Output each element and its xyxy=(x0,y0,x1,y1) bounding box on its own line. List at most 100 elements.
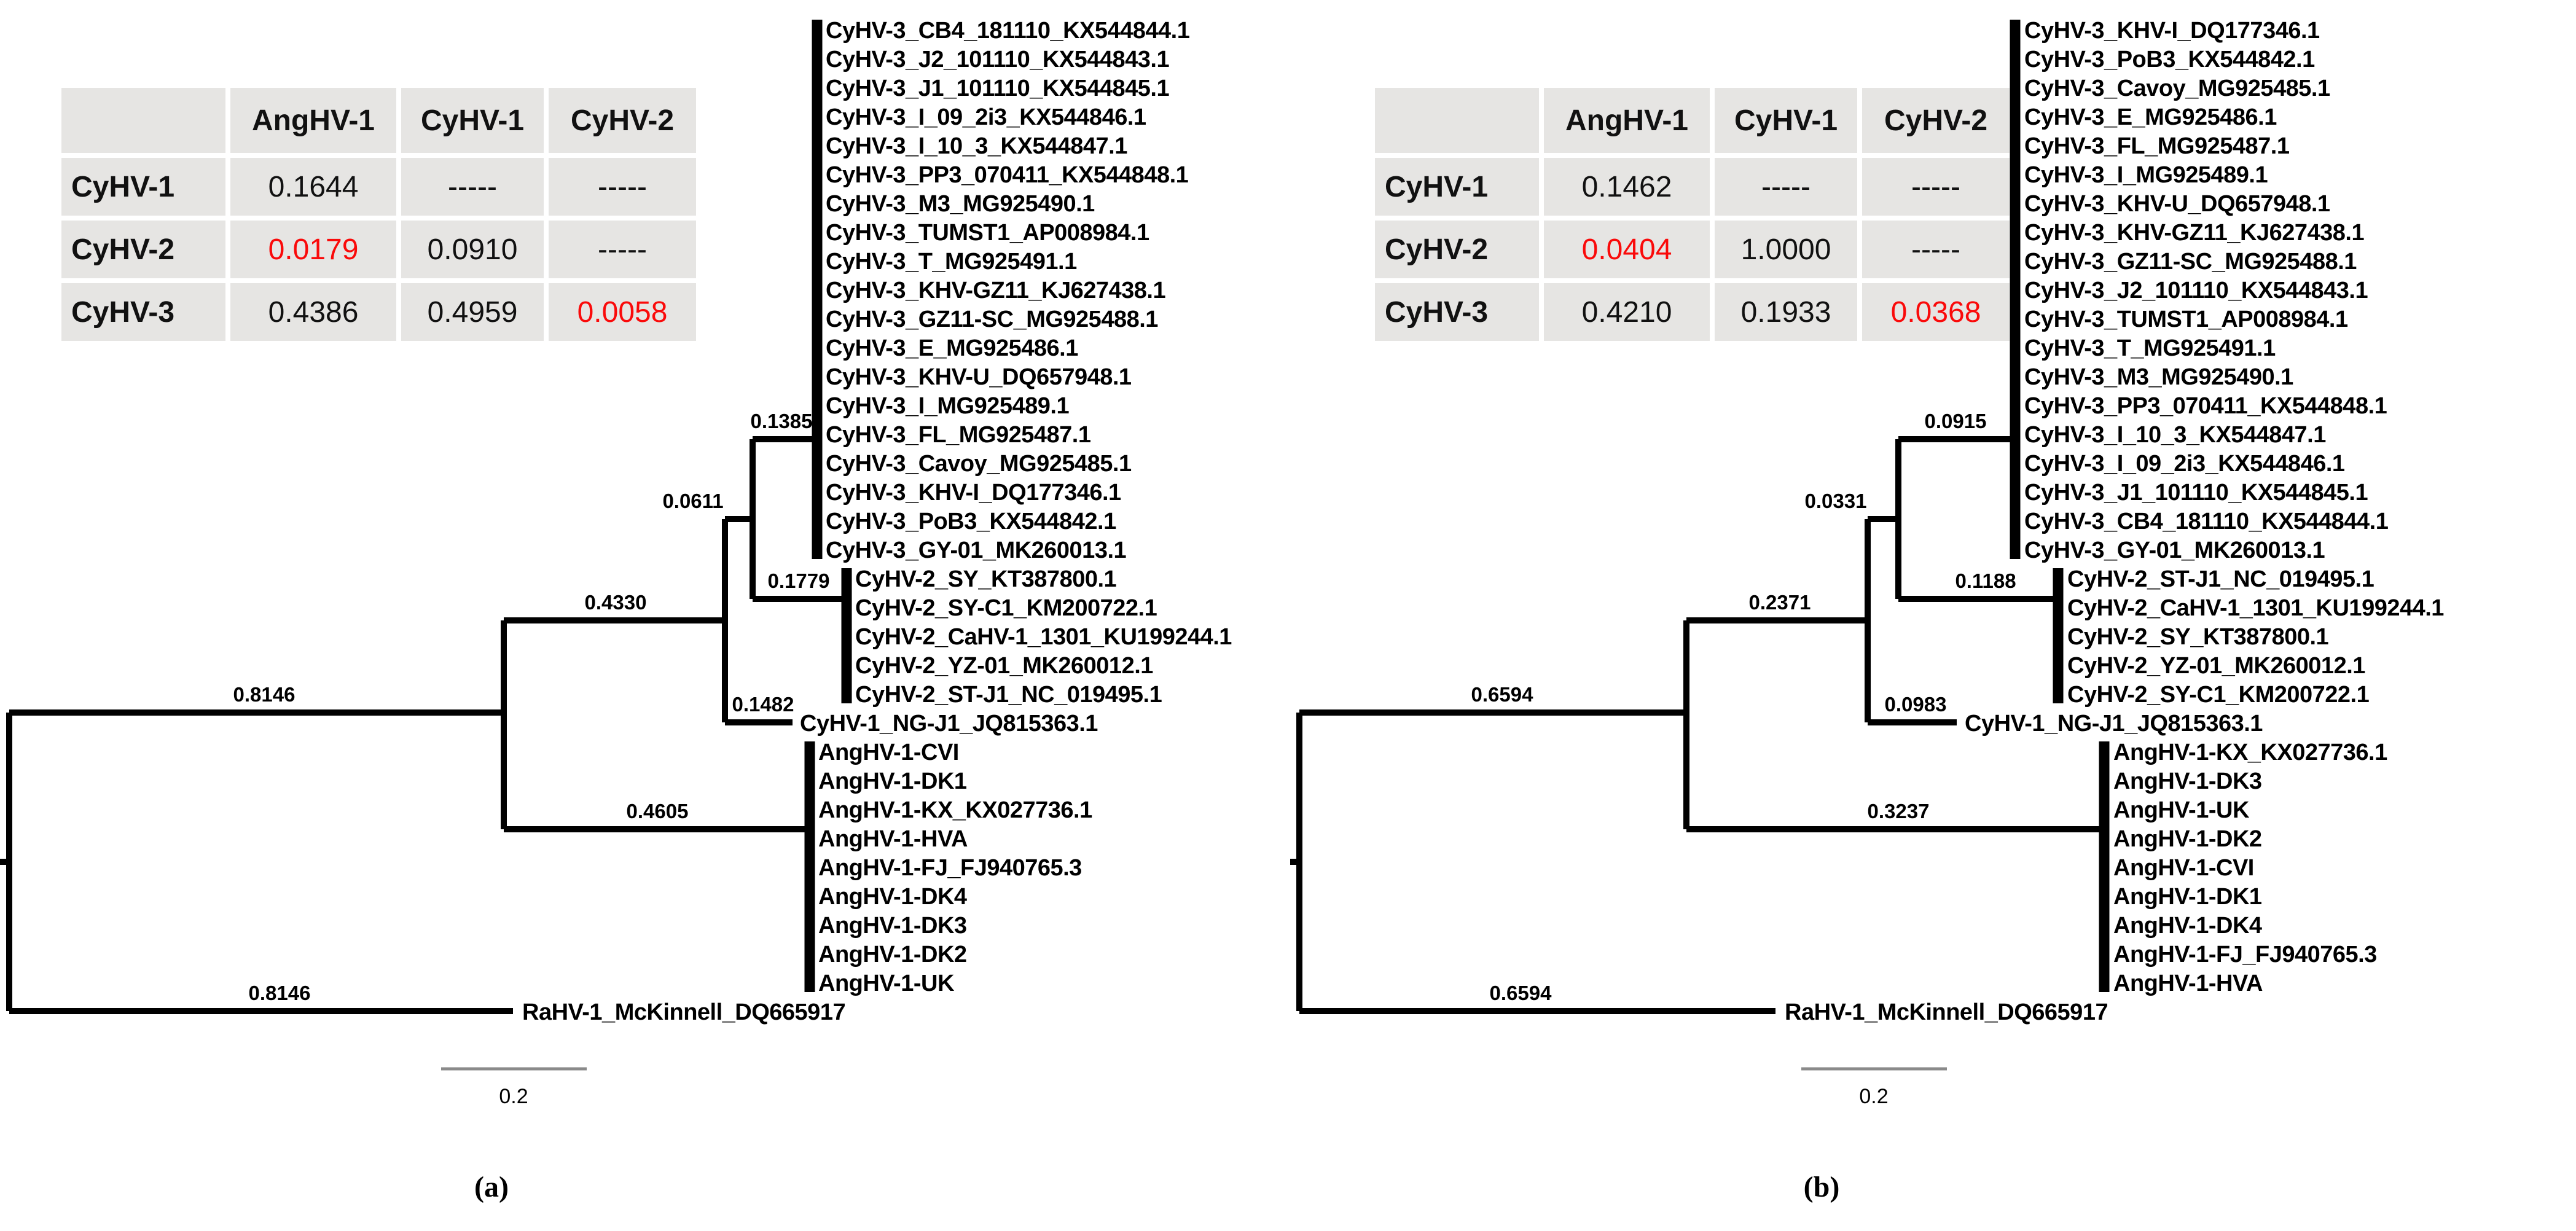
table-row: CyHV-3 0.4386 0.4959 0.0058 xyxy=(61,283,696,341)
leaf-label: AngHV-1-CVI xyxy=(818,740,959,765)
leaf-label: CyHV-2_SY_KT387800.1 xyxy=(855,566,1117,592)
table-header-row: AngHV-1 CyHV-1 CyHV-2 xyxy=(61,88,696,153)
leaf-label: CyHV-3_I_10_3_KX544847.1 xyxy=(826,133,1127,159)
branch-length-label: 0.1779 xyxy=(768,569,830,592)
branch-length-label: 0.2371 xyxy=(1749,591,1811,614)
leaf-label: AngHV-1-FJ_FJ940765.3 xyxy=(818,855,1082,881)
table-value-cell: ----- xyxy=(401,158,544,216)
leaf-label: CyHV-2_SY-C1_KM200722.1 xyxy=(855,595,1157,621)
leaf-label: CyHV-3_GY-01_MK260013.1 xyxy=(2024,537,2325,563)
leaf-label: AngHV-1-DK3 xyxy=(818,913,967,939)
leaf-label: CyHV-3_TUMST1_AP008984.1 xyxy=(826,220,1149,246)
genetic-distance-table-a: AngHV-1 CyHV-1 CyHV-2 CyHV-1 0.1644 ----… xyxy=(57,83,701,346)
leaf-label: AngHV-1-CVI xyxy=(2113,855,2254,881)
leaf-label: CyHV-3_PP3_070411_KX544848.1 xyxy=(2024,393,2387,419)
table-value-cell: ----- xyxy=(1862,158,2010,216)
branch-length-label: 0.0331 xyxy=(1805,490,1867,512)
table-row-label: CyHV-2 xyxy=(61,221,225,278)
leaf-label: CyHV-2_ST-J1_NC_019495.1 xyxy=(2067,566,2374,592)
leaf-label: CyHV-1_NG-J1_JQ815363.1 xyxy=(800,711,1098,737)
table-value-cell: 0.4959 xyxy=(401,283,544,341)
leaf-label: CyHV-3_CB4_181110_KX544844.1 xyxy=(826,18,1190,44)
leaf-label: AngHV-1-DK4 xyxy=(2113,913,2262,939)
table-value-cell: 0.1462 xyxy=(1544,158,1710,216)
leaf-label: CyHV-3_GZ11-SC_MG925488.1 xyxy=(2024,249,2357,275)
leaf-label: CyHV-3_PP3_070411_KX544848.1 xyxy=(826,162,1189,188)
leaf-label: CyHV-3_E_MG925486.1 xyxy=(2024,104,2277,130)
leaf-label: AngHV-1-KX_KX027736.1 xyxy=(2113,740,2387,765)
leaf-label: AngHV-1-KX_KX027736.1 xyxy=(818,797,1092,823)
leaf-label: CyHV-3_TUMST1_AP008984.1 xyxy=(2024,307,2348,332)
branch-length-label: 0.4605 xyxy=(627,800,689,823)
leaf-label: CyHV-2_CaHV-1_1301_KU199244.1 xyxy=(2067,595,2444,621)
table-value-cell: 0.4210 xyxy=(1544,283,1710,341)
table-row-label: CyHV-1 xyxy=(1375,158,1539,216)
leaf-label: AngHV-1-DK1 xyxy=(2113,884,2262,910)
table-value-cell-highlight: 0.0179 xyxy=(230,221,396,278)
panel-caption-a: (a) xyxy=(474,1171,509,1203)
leaf-label: CyHV-3_E_MG925486.1 xyxy=(826,335,1078,361)
table-header-row: AngHV-1 CyHV-1 CyHV-2 xyxy=(1375,88,2010,153)
branch-length-label: 0.0983 xyxy=(1885,693,1947,716)
branch-length-label: 0.4330 xyxy=(585,591,647,614)
branch-length-label: 0.8146 xyxy=(249,982,311,1004)
scale-bar-label: 0.2 xyxy=(1859,1085,1888,1108)
table-row: CyHV-2 0.0179 0.0910 ----- xyxy=(61,221,696,278)
branch-length-label: 0.6594 xyxy=(1490,982,1552,1004)
leaf-label: CyHV-2_CaHV-1_1301_KU199244.1 xyxy=(855,624,1232,650)
leaf-label: CyHV-3_PoB3_KX544842.1 xyxy=(2024,47,2315,72)
leaf-label: CyHV-2_SY-C1_KM200722.1 xyxy=(2067,682,2370,708)
branch-length-label: 0.8146 xyxy=(233,683,296,706)
leaf-label: CyHV-3_I_MG925489.1 xyxy=(2024,162,2268,188)
table-header-cell: CyHV-1 xyxy=(1715,88,1857,153)
leaf-label: AngHV-1-DK2 xyxy=(2113,826,2262,852)
leaf-label: CyHV-3_KHV-I_DQ177346.1 xyxy=(826,480,1121,506)
leaf-label: CyHV-3_T_MG925491.1 xyxy=(2024,335,2276,361)
leaf-label: CyHV-3_KHV-I_DQ177346.1 xyxy=(2024,18,2320,44)
branch-length-label: 0.1482 xyxy=(732,693,794,716)
table-value-cell-highlight: 0.0404 xyxy=(1544,221,1710,278)
leaf-label: RaHV-1_McKinnell_DQ665917 xyxy=(1785,999,2108,1025)
leaf-label: CyHV-2_ST-J1_NC_019495.1 xyxy=(855,682,1162,708)
panel-caption-b: (b) xyxy=(1803,1171,1840,1203)
leaf-label: CyHV-3_I_MG925489.1 xyxy=(826,393,1069,419)
table-row-label: CyHV-3 xyxy=(1375,283,1539,341)
scale-bar-label: 0.2 xyxy=(499,1085,528,1108)
table-row-label: CyHV-1 xyxy=(61,158,225,216)
table-value-cell-highlight: 0.0368 xyxy=(1862,283,2010,341)
leaf-label: CyHV-3_GZ11-SC_MG925488.1 xyxy=(826,307,1158,332)
leaf-label: CyHV-1_NG-J1_JQ815363.1 xyxy=(1965,711,2263,737)
table-header-cell: CyHV-1 xyxy=(401,88,544,153)
table-corner-cell xyxy=(1375,88,1539,153)
leaf-label: AngHV-1-UK xyxy=(2113,797,2250,823)
leaf-label: CyHV-3_FL_MG925487.1 xyxy=(826,422,1091,448)
leaf-label: CyHV-3_KHV-U_DQ657948.1 xyxy=(2024,191,2330,217)
table-value-cell: 1.0000 xyxy=(1715,221,1857,278)
table-value-cell: ----- xyxy=(549,221,696,278)
leaf-label: AngHV-1-FJ_FJ940765.3 xyxy=(2113,942,2377,967)
branch-length-label: 0.0611 xyxy=(662,490,723,512)
table-row: CyHV-2 0.0404 1.0000 ----- xyxy=(1375,221,2010,278)
leaf-label: CyHV-2_SY_KT387800.1 xyxy=(2067,624,2329,650)
branch-length-label: 0.1385 xyxy=(751,410,813,432)
table-value-cell: ----- xyxy=(1715,158,1857,216)
leaf-label: CyHV-3_T_MG925491.1 xyxy=(826,249,1077,275)
leaf-label: CyHV-3_J2_101110_KX544843.1 xyxy=(2024,278,2368,303)
leaf-label: RaHV-1_McKinnell_DQ665917 xyxy=(522,999,845,1025)
table-header-cell: CyHV-2 xyxy=(1862,88,2010,153)
leaf-label: AngHV-1-DK3 xyxy=(2113,768,2262,794)
leaf-label: CyHV-3_I_09_2i3_KX544846.1 xyxy=(2024,451,2345,477)
table-header-cell: AngHV-1 xyxy=(230,88,396,153)
table-value-cell: 0.1933 xyxy=(1715,283,1857,341)
leaf-label: CyHV-2_YZ-01_MK260012.1 xyxy=(855,653,1153,679)
leaf-label: CyHV-3_KHV-U_DQ657948.1 xyxy=(826,364,1132,390)
branch-length-label: 0.0915 xyxy=(1925,410,1987,432)
leaf-label: AngHV-1-DK2 xyxy=(818,942,967,967)
genetic-distance-table-b: AngHV-1 CyHV-1 CyHV-2 CyHV-1 0.1462 ----… xyxy=(1370,83,2014,346)
table-value-cell: 0.4386 xyxy=(230,283,396,341)
leaf-label: CyHV-3_M3_MG925490.1 xyxy=(2024,364,2293,390)
branch-length-label: 0.1188 xyxy=(1955,569,2016,592)
table-header-cell: CyHV-2 xyxy=(549,88,696,153)
table-value-cell: ----- xyxy=(549,158,696,216)
